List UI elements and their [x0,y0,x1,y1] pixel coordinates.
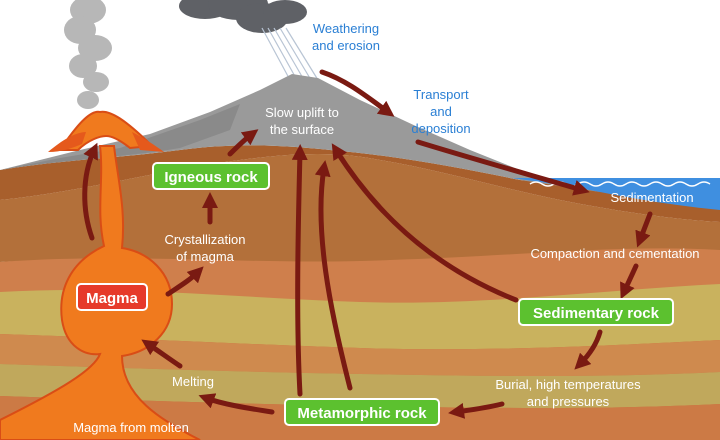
label-transport-line-3: deposition [411,121,471,136]
arrow-weathering-to-transport [319,69,395,117]
label-crystallization-line-1: Crystallization [164,232,246,247]
label-weathering-erosion: Weathering and erosion [298,20,394,54]
metamorphic-rock-box: Metamorphic rock [284,398,440,426]
arrow-transport-to-sedimentation [415,139,590,196]
volcano-smoke [64,0,112,109]
rain-streaks [261,27,319,81]
igneous-rock-box: Igneous rock [152,162,270,190]
arrow-magma-to-surface [82,142,98,241]
sedimentary-rock-box: Sedimentary rock [518,298,674,326]
arrow-melting-to-magma [141,339,183,369]
label-burial: Burial, high temperatures and pressures [480,376,656,410]
label-transport-line-2: and [430,104,452,119]
arrow-igneous-to-uplift [227,129,259,157]
arrow-metamorphic-uplift [291,144,308,397]
label-transport-deposition: Transport and deposition [398,86,484,137]
label-uplift-line-2: the surface [269,122,335,137]
arrow-sedimentary-to-burial [574,329,603,370]
label-uplift-line-1: Slow uplift to [265,105,339,120]
label-weathering-line-1: Weathering [312,21,380,36]
arrow-magma-to-crystallization [165,266,204,297]
process-arrows [82,69,653,419]
label-crystallization: Crystallization of magma [150,231,260,265]
arrow-sedimentation-to-compaction [635,211,653,248]
label-transport-line-1: Transport [413,87,469,102]
arrow-sedimentary-uplift [331,143,519,303]
label-melting: Melting [172,374,214,389]
arrow-compaction-to-sedimentary [620,263,639,300]
arrow-burial-to-metamorphic [448,401,505,419]
magma-box: Magma [76,283,148,311]
arrow-metamorphic-long-uplift [314,160,353,391]
rain-cloud [179,0,307,33]
label-burial-line-2: and pressures [526,394,610,409]
label-weathering-line-2: and erosion [312,38,380,53]
label-sedimentation: Sedimentation [610,190,694,205]
mountain [0,74,600,192]
label-compaction-cementation: Compaction and cementation [530,246,700,261]
arrow-metamorphic-to-melting [198,393,275,415]
layer-lower-olive [0,364,720,408]
label-slow-uplift: Slow uplift to the surface [246,104,358,138]
mountain-ridge [0,104,240,170]
label-burial-line-1: Burial, high temperatures [495,377,641,392]
label-magma-from-molten: Magma from molten [73,420,189,435]
label-crystallization-line-2: of magma [176,249,234,264]
